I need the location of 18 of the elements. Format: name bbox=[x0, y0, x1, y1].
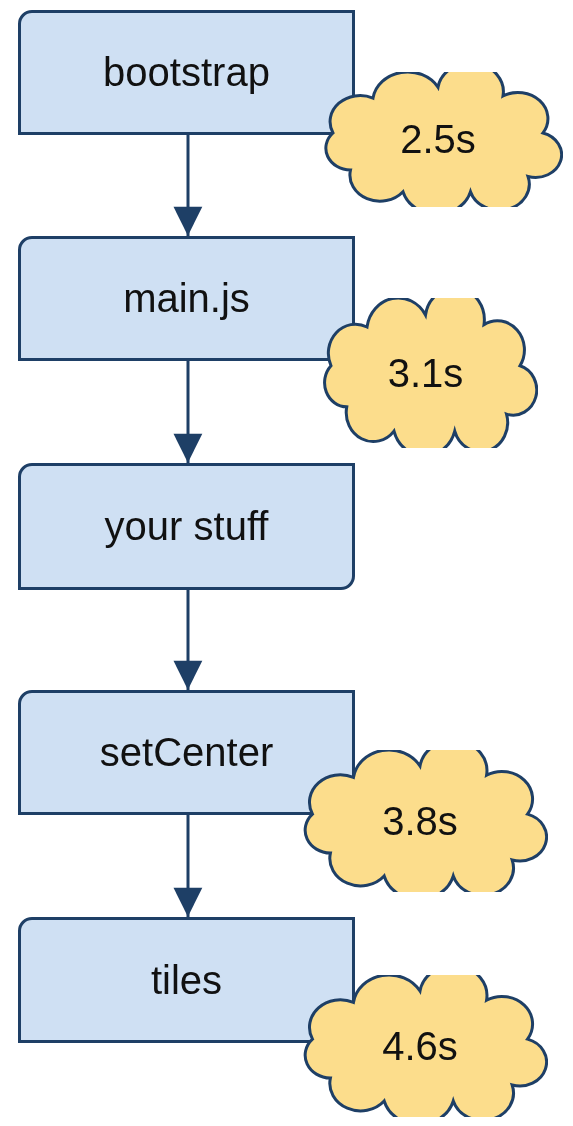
node-label: main.js bbox=[123, 276, 250, 321]
node-label: your stuff bbox=[104, 504, 269, 549]
node-label: 4.6s bbox=[382, 1023, 458, 1069]
node-label: 2.5s bbox=[400, 117, 476, 162]
process-box bbox=[18, 690, 355, 815]
arrow bbox=[173, 361, 203, 463]
node-label: 3.8s bbox=[382, 798, 458, 844]
node-label: setCenter bbox=[99, 730, 274, 775]
arrow bbox=[173, 135, 203, 236]
node-label: 3.1s bbox=[387, 350, 464, 396]
arrow bbox=[173, 815, 203, 917]
process-box bbox=[18, 917, 355, 1043]
process-box bbox=[18, 236, 355, 361]
process-box bbox=[18, 10, 355, 135]
node-label: tiles bbox=[150, 957, 223, 1003]
process-box bbox=[18, 463, 355, 590]
node-label: bootstrap bbox=[103, 50, 270, 95]
arrow bbox=[173, 590, 203, 690]
